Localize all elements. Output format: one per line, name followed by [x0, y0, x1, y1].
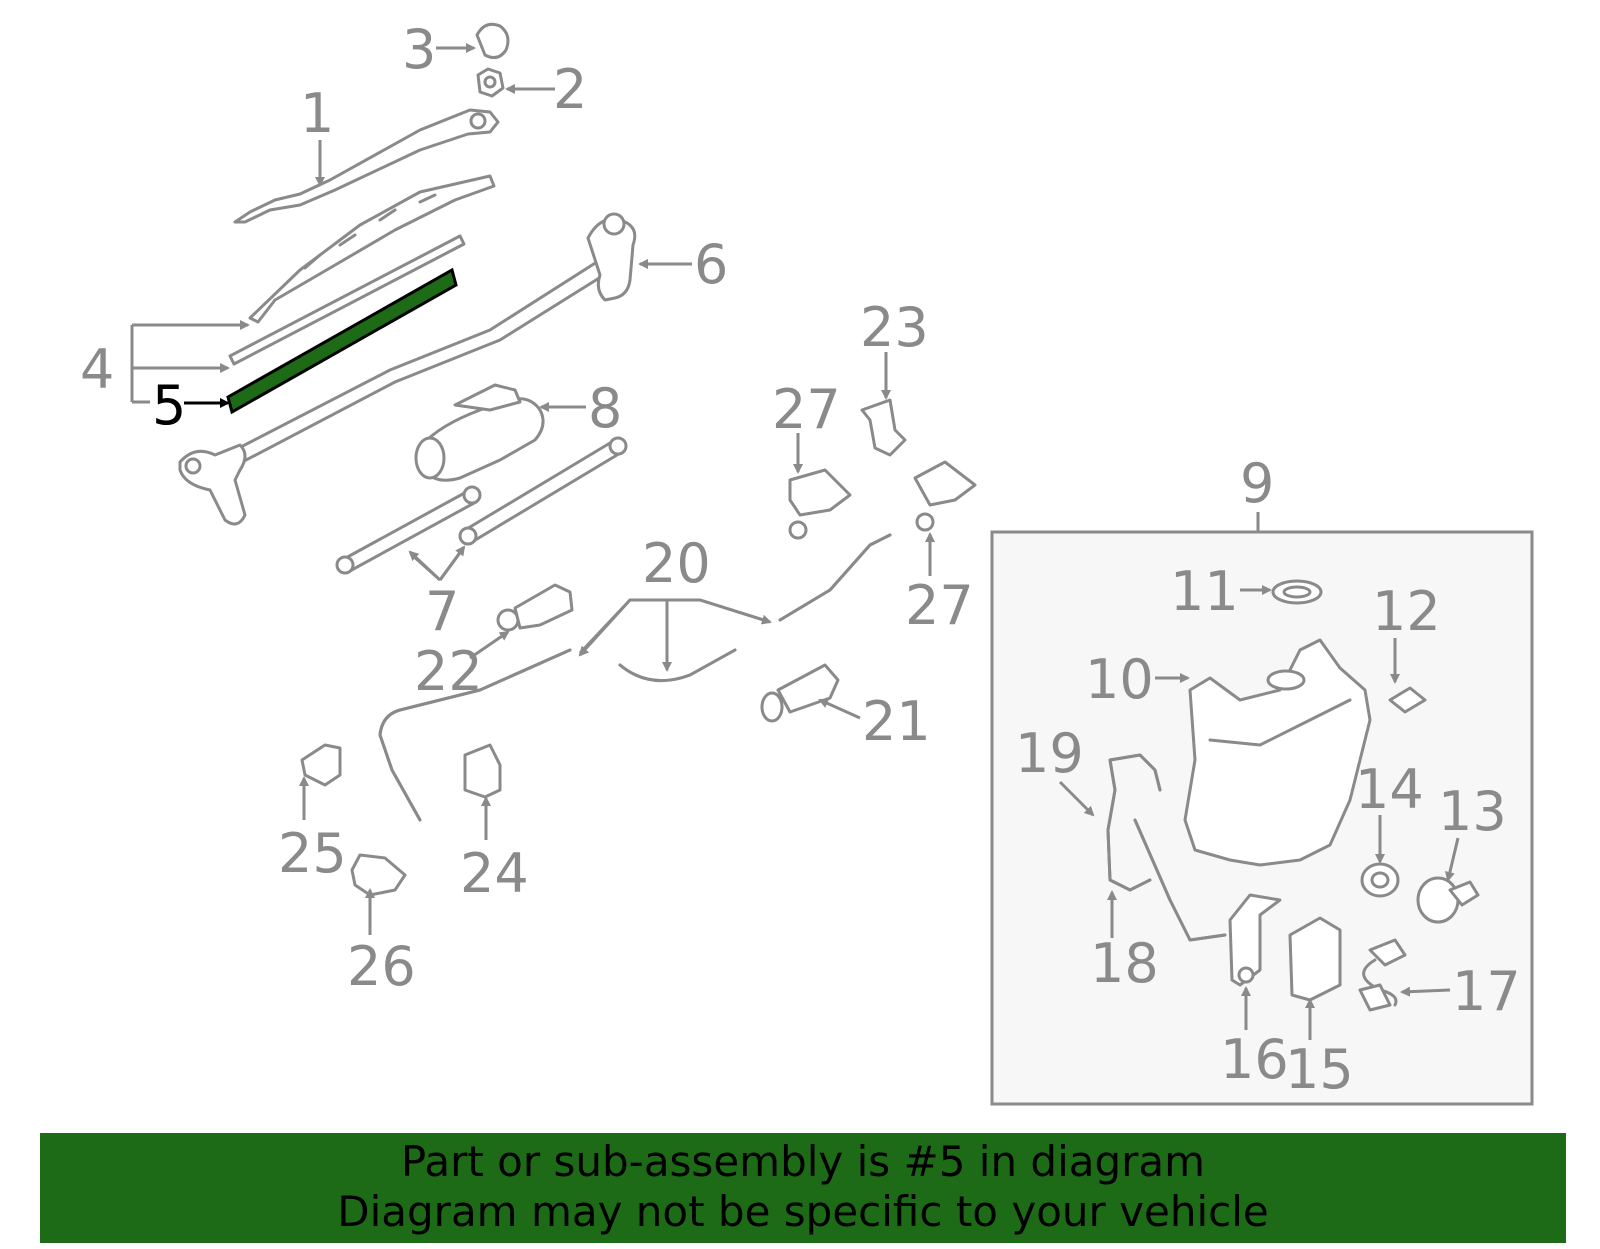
part-19-hose	[1106, 753, 1162, 832]
part-25-clip	[300, 743, 342, 787]
callout-22: 22	[414, 640, 483, 703]
part-4-wiper-blade	[228, 174, 496, 366]
callout-17: 17	[1452, 960, 1521, 1023]
part-2-nut	[476, 67, 505, 98]
callout-7: 7	[425, 580, 459, 643]
callout-8: 8	[588, 377, 622, 440]
callout-27-bottom: 27	[905, 574, 974, 637]
callout-4: 4	[80, 338, 114, 401]
callout-11: 11	[1170, 560, 1239, 623]
part-12-pad	[1388, 686, 1427, 714]
part-15-module	[1288, 916, 1342, 1002]
part-13-pump	[1416, 876, 1480, 924]
part-14-grommet	[1360, 862, 1400, 898]
callout-16: 16	[1220, 1028, 1289, 1091]
callout-23: 23	[860, 296, 929, 359]
part-1-wiper-arm	[233, 108, 500, 224]
part-17-harness	[1358, 938, 1407, 1012]
callout-21: 21	[862, 690, 931, 753]
part-10-reservoir	[1183, 638, 1372, 867]
callout-26: 26	[347, 935, 416, 998]
callout-2: 2	[553, 58, 587, 121]
callout-15: 15	[1285, 1038, 1354, 1101]
part-16-bracket	[1228, 893, 1282, 987]
callout-25: 25	[278, 822, 347, 885]
callout-9: 9	[1240, 452, 1274, 515]
callout-10: 10	[1085, 648, 1154, 711]
part-27-nozzle-right	[913, 460, 977, 532]
callout-12: 12	[1372, 580, 1441, 643]
part-27-nozzle-left	[788, 468, 852, 540]
part-23-clip	[860, 398, 907, 457]
info-banner: Part or sub-assembly is #5 in diagram Di…	[40, 1133, 1566, 1243]
part-5-wiper-insert-highlight	[226, 267, 458, 415]
part-11-ring	[1271, 579, 1323, 605]
callout-19: 19	[1015, 722, 1084, 785]
callout-18: 18	[1090, 932, 1159, 995]
banner-line-2: Diagram may not be specific to your vehi…	[337, 1187, 1269, 1236]
leader-lines	[130, 43, 1460, 1040]
part-6-wiper-linkage	[178, 212, 637, 526]
part-22-connector	[496, 583, 574, 632]
callout-1: 1	[300, 82, 334, 145]
callout-24: 24	[460, 842, 529, 905]
part-20-washer-hose	[378, 533, 892, 822]
callout-27-top: 27	[772, 378, 841, 441]
callout-14: 14	[1355, 758, 1424, 821]
callout-6: 6	[694, 233, 728, 296]
callout-labels: 1 2 3 4 5 6 7 8 9 10 11 12 13 14 15 16 1…	[80, 18, 1521, 1101]
part-18-hose	[1106, 818, 1227, 942]
callout-13: 13	[1438, 780, 1507, 843]
part-8-wiper-motor	[414, 383, 545, 482]
part-24-clip	[463, 743, 502, 799]
banner-line-1: Part or sub-assembly is #5 in diagram	[400, 1137, 1206, 1186]
callout-20: 20	[642, 532, 711, 595]
part-26-clip	[350, 853, 407, 897]
part-21-valve	[760, 663, 840, 723]
callout-5: 5	[152, 374, 186, 437]
part-7-rods	[335, 436, 628, 575]
callout-3: 3	[402, 18, 436, 81]
part-3-cap	[475, 22, 510, 60]
